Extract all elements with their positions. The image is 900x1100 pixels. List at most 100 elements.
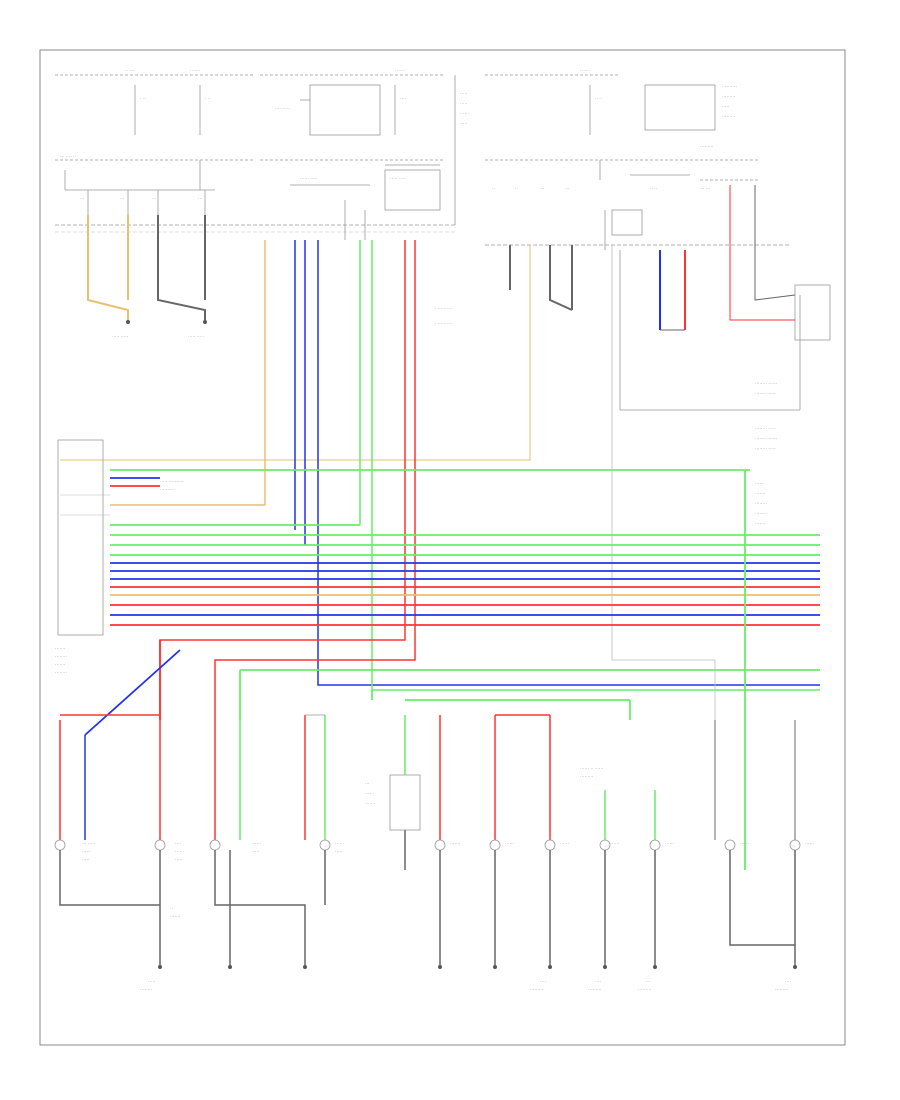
svg-text:· ··: · ··	[140, 96, 146, 101]
svg-text:·······: ·······	[365, 801, 376, 806]
svg-text:·· ··: ·· ··	[595, 96, 602, 101]
svg-text:··: ··	[170, 906, 173, 911]
svg-text:·····: ·····	[612, 841, 620, 846]
svg-text:· ··: · ··	[205, 96, 211, 101]
svg-text:·······: ·······	[755, 491, 766, 496]
svg-text:····· ·····: ····· ·····	[188, 334, 204, 339]
module-box-right	[794, 284, 831, 341]
svg-text:·····: ·····	[460, 121, 468, 126]
svg-text:···: ···	[120, 196, 125, 201]
svg-text:····· ·····: ····· ·····	[390, 176, 406, 181]
top-left-fuse-block	[55, 74, 255, 215]
svg-text:····: ····	[645, 979, 651, 984]
svg-text:·········: ·········	[722, 94, 736, 99]
svg-text:······: ······	[505, 841, 514, 846]
svg-text:···: ···	[152, 196, 157, 201]
svg-text:·······: ·······	[55, 662, 66, 667]
svg-text:·· ··: ·· ··	[650, 186, 657, 191]
svg-text:·····: ·····	[722, 104, 730, 109]
ground-wires-left	[87, 215, 206, 320]
svg-text:······ ·· ······: ······ ·· ······	[580, 766, 603, 771]
lower-wires	[59, 830, 796, 965]
svg-text:·······: ·······	[755, 521, 766, 526]
svg-text:····: ····	[785, 979, 791, 984]
svg-text:········ ······: ········ ······	[755, 436, 777, 441]
svg-text:····: ····	[400, 96, 406, 101]
svg-text:····: ····	[540, 979, 546, 984]
svg-text:·····: ·····	[148, 979, 156, 984]
svg-text:··········: ··········	[160, 487, 175, 492]
svg-text:···: ···	[365, 781, 370, 786]
svg-text:········ ······: ········ ······	[755, 381, 777, 386]
svg-text:··· ···· ··: ··· ···· ··	[60, 154, 76, 159]
svg-text:········ ·····: ········ ·····	[755, 391, 776, 396]
svg-text:········: ········	[140, 987, 152, 992]
svg-text:······: ······	[175, 849, 184, 854]
svg-text:·········: ·········	[588, 987, 602, 992]
svg-text:········: ········	[55, 670, 67, 675]
svg-text:·········: ·········	[530, 987, 544, 992]
right-vertical-wires	[60, 185, 796, 461]
svg-text:······: ······	[252, 841, 261, 846]
svg-text:·· ····: ·· ····	[580, 68, 590, 73]
lamp-symbols	[54, 774, 801, 851]
svg-text:······: ······	[755, 481, 764, 486]
svg-text:····: ····	[175, 841, 181, 846]
svg-text:········: ········	[55, 654, 67, 659]
svg-text:··: ··	[492, 186, 495, 191]
ground-labels-top: ····· ····· ····· ·····	[112, 320, 207, 339]
svg-text:·····: ·····	[175, 857, 183, 862]
svg-text:····· ··········: ····· ··········	[160, 479, 184, 484]
svg-text:······: ······	[740, 841, 749, 846]
svg-text:· ··········: · ··········	[435, 321, 453, 326]
svg-text:···: ···	[198, 196, 203, 201]
svg-text:····· ·····: ····· ·····	[112, 334, 128, 339]
svg-text:········: ········	[755, 511, 767, 516]
svg-text:········ ·····: ········ ·····	[755, 426, 776, 431]
svg-text:········: ········	[755, 501, 767, 506]
svg-text:······: ······	[665, 841, 674, 846]
svg-text:·······: ·······	[170, 914, 181, 919]
relay-labels-center: ·· ···· ···· ····· ···· ····· ····· ····…	[275, 68, 469, 326]
svg-text:····: ····	[595, 979, 601, 984]
svg-text:······: ······	[365, 791, 374, 796]
svg-text:·····: ·····	[460, 91, 468, 96]
svg-text:······: ······	[560, 841, 569, 846]
svg-text:·····: ·····	[252, 849, 260, 854]
svg-text:··: ··	[515, 186, 518, 191]
diagram-frame	[39, 49, 846, 1046]
svg-text:········ ·····: ········ ·····	[755, 446, 776, 451]
svg-text:·······: ·······	[55, 646, 66, 651]
lamp-labels: ··· ····· ······ ····· ···· ······ ·····…	[82, 766, 814, 919]
svg-text:·····: ·····	[460, 101, 468, 106]
svg-text:··· ·····: ··· ·····	[82, 841, 95, 846]
svg-text:···· ·····: ···· ·····	[275, 106, 290, 111]
svg-text:······: ······	[335, 841, 344, 846]
svg-text:·········: ·········	[775, 987, 789, 992]
svg-text:· ··········: · ··········	[435, 306, 453, 311]
bottom-lamps	[59, 714, 796, 840]
svg-text:·········: ·········	[722, 114, 736, 119]
svg-text:·········: ·········	[580, 774, 594, 779]
svg-text:·· ····: ·· ····	[190, 68, 200, 73]
bottom-grounds: ····· ········ ···· ········· ···· ·····…	[140, 965, 797, 992]
svg-text:······: ······	[460, 111, 469, 116]
svg-text:······: ······	[805, 841, 814, 846]
svg-text:··········: ··········	[722, 84, 737, 89]
svg-text:·· ····: ·· ····	[125, 68, 135, 73]
top-right-relay	[485, 74, 801, 411]
svg-text:··· ···: ··· ···	[700, 186, 710, 191]
svg-text:·········: ·········	[700, 144, 714, 149]
svg-text:···: ···	[540, 186, 545, 191]
svg-text:···: ···	[80, 196, 85, 201]
relay-labels-right: ·· ···· ·· ·· ·········· ········· ·····…	[492, 68, 777, 526]
fuse-labels-left: ·· ···· ·· ···· · ·· · ·· ··· ···· ·· ··…	[60, 68, 211, 201]
svg-text:···: ···	[565, 186, 570, 191]
svg-text:·····: ·····	[82, 857, 90, 862]
svg-text:······: ······	[82, 849, 91, 854]
svg-text:·····: ·····	[335, 849, 343, 854]
horizontal-harness	[60, 469, 820, 870]
svg-text:·········: ·········	[638, 987, 652, 992]
